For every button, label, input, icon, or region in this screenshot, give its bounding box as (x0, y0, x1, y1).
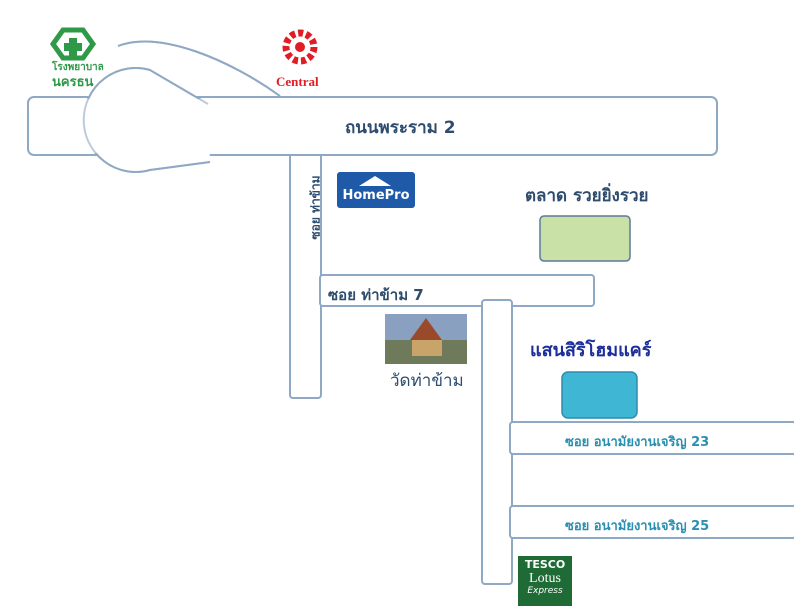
tesco-label: TESCO (524, 558, 566, 571)
hospital-brand-label: นครธน (52, 75, 94, 90)
hospital-logo (49, 27, 97, 61)
soi-7-label: ซอย ท่าข้าม 7 (328, 286, 424, 304)
temple-label: วัดท่าข้าม (390, 371, 464, 391)
temple-photo (385, 314, 467, 364)
express-label: Express (527, 586, 563, 596)
lotus-label: Lotus (529, 571, 561, 586)
market-marker (539, 215, 631, 262)
soi-vertical-label: ซอย ท่าข้าม (308, 175, 323, 240)
central-logo (282, 29, 318, 65)
tesco-lotus-logo: TESCO Lotus Express (518, 556, 572, 606)
soi-23-label: ซอย อนามัยงานเจริญ 23 (565, 435, 710, 450)
destination-label: แสนสิริโฮมแคร์ (530, 340, 652, 361)
main-road-label: ถนนพระราม 2 (345, 118, 456, 138)
soi-25-road (509, 505, 794, 539)
soi-25-label: ซอย อนามัยงานเจริญ 25 (565, 519, 710, 534)
homepro-logo: HomePro (337, 172, 415, 208)
soi-right-road (481, 299, 513, 585)
soi-7-road (319, 274, 595, 307)
homepro-label: HomePro (342, 188, 410, 203)
destination-marker (561, 371, 638, 419)
soi-23-road (509, 421, 794, 455)
central-label: Central (276, 74, 319, 89)
hospital-name-label: โรงพยาบาล (52, 62, 104, 73)
market-label: ตลาด รวยยิ่งรวย (525, 186, 649, 206)
